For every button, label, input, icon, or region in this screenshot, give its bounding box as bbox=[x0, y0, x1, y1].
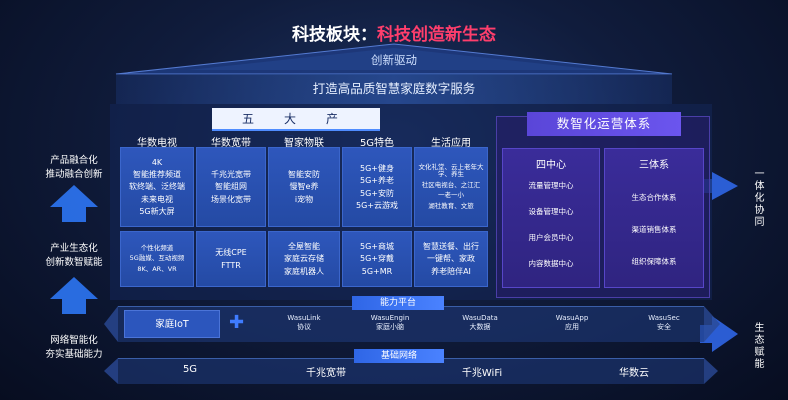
list-item: 5G+安防 bbox=[360, 188, 394, 198]
list-item: 一键帮、家政 bbox=[427, 254, 475, 264]
page-title: 科技板块：科技创造新生态 bbox=[0, 20, 788, 45]
list-item: 湖社教育、文旅 bbox=[428, 201, 474, 210]
list-item: 个性化频道 bbox=[140, 243, 174, 252]
tv-future-box: 个性化频道 5G融媒、互动视频 8K、AR、VR bbox=[120, 231, 194, 287]
broadband-future-box: 无线CPE FTTR bbox=[196, 231, 266, 287]
digital-ops-label: 数智化运营体系 bbox=[527, 112, 681, 136]
list-item: 慢智e养 bbox=[289, 182, 319, 192]
left-label-network: 网络智能化夯实基础能力 bbox=[45, 335, 103, 360]
list-item: 生态合作体系 bbox=[631, 193, 677, 202]
home-iot-box: 家庭IoT bbox=[124, 310, 220, 338]
list-item: 用户会员中心 bbox=[528, 233, 574, 242]
list-item: 家庭云存储 bbox=[284, 254, 324, 264]
roof-label: 创新驱动 bbox=[371, 53, 417, 67]
list-item: 社区电视台、之江汇 bbox=[421, 180, 481, 189]
plus-icon: ✚ bbox=[229, 312, 245, 333]
title-part2: 科技创造新生态 bbox=[377, 25, 496, 45]
base-item: 华数云 bbox=[619, 368, 649, 379]
left-label-product: 产品融合化推动融合创新 bbox=[45, 155, 103, 180]
list-item: 一老一小 bbox=[438, 191, 464, 200]
five-products-label: 五大产品 bbox=[212, 108, 380, 148]
list-item: 场景化宽带 bbox=[211, 194, 251, 204]
up-arrow-icon bbox=[50, 185, 98, 222]
list-item: FTTR bbox=[221, 260, 241, 270]
base-network-label: 基础网络 bbox=[354, 349, 444, 363]
iot-features-box: 智能安防 慢智e养 i宠物 bbox=[268, 147, 340, 227]
base-item: 千兆宽带 bbox=[306, 368, 346, 379]
tv-features-box: 4K 智能推荐频道 软终端、泛终端 未来电视 5G新大屏 bbox=[120, 147, 194, 227]
5g-features-box: 5G+健身 5G+养老 5G+安防 5G+云游戏 bbox=[342, 147, 412, 227]
list-item: 渠道销售体系 bbox=[631, 225, 677, 234]
list-item: 5G+穿戴 bbox=[360, 254, 394, 264]
list-item: 5G新大屏 bbox=[139, 206, 175, 216]
iot-future-box: 全屋智能 家庭云存储 家庭机器人 bbox=[268, 231, 340, 287]
list-item: 5G+云游戏 bbox=[356, 200, 398, 210]
column-title-life: 生活应用 bbox=[431, 138, 471, 149]
up-arrow-icon bbox=[50, 277, 98, 314]
life-future-box: 智慧送餐、出行 一键帮、家政 养老陪伴AI bbox=[414, 231, 488, 287]
list-item: 5G+健身 bbox=[360, 164, 394, 174]
list-item: 5G融媒、互动视频 bbox=[129, 254, 185, 263]
column-title-tv: 华数电视 bbox=[137, 138, 177, 149]
list-item: 智能安防 bbox=[288, 170, 320, 180]
list-item: 家庭机器人 bbox=[284, 266, 324, 276]
list-item: 软终端、泛终端 bbox=[129, 182, 185, 192]
list-item: 无线CPE bbox=[215, 248, 247, 258]
four-centers-title: 四中心 bbox=[536, 160, 566, 171]
list-item: 4K bbox=[151, 158, 163, 168]
list-item: 组织保障体系 bbox=[631, 257, 677, 266]
list-item: 智能组网 bbox=[215, 182, 247, 192]
three-systems-title: 三体系 bbox=[639, 160, 669, 171]
list-item: 智能推荐频道 bbox=[133, 170, 181, 180]
list-item: 8K、AR、VR bbox=[137, 264, 177, 273]
left-label-industry: 产业生态化创新数智赋能 bbox=[45, 243, 103, 268]
list-item: 未来电视 bbox=[141, 194, 173, 204]
broadband-features-box: 千兆光宽带 智能组网 场景化宽带 bbox=[196, 147, 266, 227]
list-item: 智慧送餐、出行 bbox=[423, 242, 479, 252]
list-item: 5G+商城 bbox=[360, 242, 394, 252]
list-item: 流量管理中心 bbox=[528, 181, 574, 190]
life-features-box: 文化礼堂、云上老年大学、养生 社区电视台、之江汇 一老一小 湖社教育、文旅 bbox=[414, 147, 488, 227]
5g-future-box: 5G+商城 5G+穿戴 5G+MR bbox=[342, 231, 412, 287]
four-centers-box bbox=[502, 148, 600, 288]
service-banner: 打造高品质智慧家庭数字服务 bbox=[116, 74, 672, 104]
base-item: 千兆WiFi bbox=[461, 368, 503, 379]
right-label-synergy: 一体化协同 bbox=[752, 168, 763, 228]
right-label-empower: 生态赋能 bbox=[752, 322, 763, 370]
list-item: 内容数据中心 bbox=[528, 259, 574, 268]
three-systems-box bbox=[604, 148, 704, 288]
five-products-underline bbox=[212, 129, 380, 131]
list-item: 文化礼堂、云上老年大学、养生 bbox=[418, 162, 484, 179]
capability-label: 能力平台 bbox=[352, 296, 444, 310]
column-title-iot: 智家物联 bbox=[284, 138, 324, 149]
list-item: 养老陪伴AI bbox=[431, 266, 471, 276]
column-title-broadband: 华数宽带 bbox=[211, 138, 251, 149]
list-item: 5G+MR bbox=[361, 266, 393, 276]
list-item: 5G+养老 bbox=[360, 176, 394, 186]
title-part1: 科技板块： bbox=[292, 25, 377, 45]
list-item: 设备管理中心 bbox=[528, 207, 574, 216]
list-item: 全屋智能 bbox=[288, 242, 320, 252]
list-item: 千兆光宽带 bbox=[211, 170, 251, 180]
list-item: i宠物 bbox=[294, 194, 314, 204]
column-title-5g: 5G特色 bbox=[359, 138, 395, 149]
base-item: 5G bbox=[182, 364, 198, 375]
